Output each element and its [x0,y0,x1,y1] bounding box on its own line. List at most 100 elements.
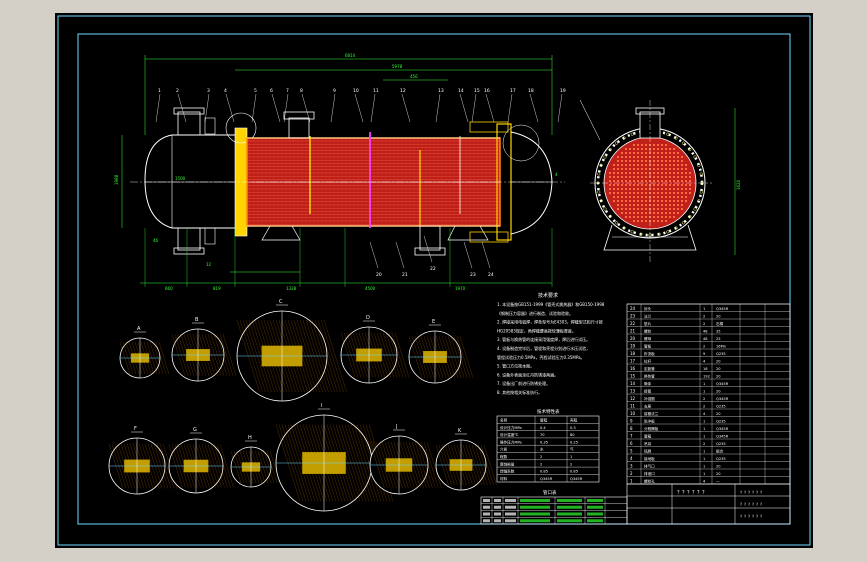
part-name: 折流板 [644,351,655,356]
tube-dot [665,180,667,182]
part-material: 16Mn [716,344,726,348]
leader-line [471,93,477,123]
saddle-left [261,225,301,241]
tube-dot [625,156,627,158]
dim-right-0: 4 [555,172,558,177]
tube-dot [661,192,663,194]
item-number-2: 2 [176,88,179,94]
bolt-hole [622,136,626,140]
detail-label: B [195,317,199,323]
design-cell: 0.25 [570,440,578,444]
inner-frame [77,33,791,525]
tube-dot [661,212,663,214]
tube-dot [625,180,627,182]
tube-dot [641,192,643,194]
tube-dot [625,216,627,218]
tube-dot [621,200,623,202]
tube-dot [653,176,655,178]
tube-dot [617,180,619,182]
bolt-hole [693,207,697,211]
tube-dot [641,156,643,158]
tube-dot [645,156,647,158]
item-number-16: 16 [484,88,490,94]
design-cell: 程数 [500,454,508,459]
part-no: 15 [630,373,636,378]
tube-dot [673,152,675,154]
tube-dot [609,184,611,186]
tube-dot [637,164,639,166]
nozzle-shell-bottom [419,225,441,251]
tube-dot [665,220,667,222]
dim-top-1: 5978 [392,64,403,69]
tube-dot [669,164,671,166]
tube-dot [621,180,623,182]
part-qty: 16 [703,367,708,371]
tube-dot [673,184,675,186]
part-name: 螺母 [644,336,652,341]
leader-line [225,93,235,123]
bolt-hole [674,226,678,230]
title-block-text-1: ？？？？？？ [677,490,707,496]
design-cell: 0.85 [570,470,578,474]
bolt-hole [697,199,701,203]
design-cell: 管程 [540,418,548,423]
nozzle-cell-fill [505,519,516,523]
tube-dot [633,148,635,150]
tube-dot [673,160,675,162]
tube-dot [617,168,619,170]
tube-dot [645,168,647,170]
tube-dot [641,184,643,186]
part-no: 23 [630,313,636,318]
tube-dot [629,148,631,150]
tube-dot [645,200,647,202]
part-no: 24 [630,306,636,311]
tube-dot [669,180,671,182]
tube-dot [653,212,655,214]
tube-dot [653,164,655,166]
bolt-hole [622,226,626,230]
tube-dot [669,212,671,214]
tube-dot [637,200,639,202]
part-qty: 2 [703,314,705,318]
nozzle-cell-fill [587,512,603,516]
tube-dot [609,172,611,174]
leader-line [401,93,411,123]
tube-dot [665,176,667,178]
part-material: Q345R [716,427,729,431]
tube-dot [657,156,659,158]
tube-dot [661,152,663,154]
item-number-13: 13 [438,88,444,94]
part-name: 法兰 [644,313,652,318]
tube-dot [657,208,659,210]
tube-dot [625,192,627,194]
tube-dot [633,160,635,162]
tube-dot [677,180,679,182]
tube-dot [661,172,663,174]
tube-dot [613,188,615,190]
tube-dot [653,220,655,222]
dim-bottom-0: 660 [165,286,173,291]
part-material: 20 [716,412,721,416]
nozzle-cell-fill [520,519,550,523]
tube-dot [677,208,679,210]
design-cell: 腐蚀裕量 [500,461,515,466]
tube-dot [645,208,647,210]
item-number-21: 21 [402,272,408,278]
bolt-hole [699,190,703,194]
tube-dot [609,180,611,182]
item-number-4: 4 [224,88,227,94]
part-material: Q345R [716,382,729,386]
tube-dot [641,188,643,190]
tube-dot [609,176,611,178]
tube-dot [641,144,643,146]
design-cell: 0.85 [540,470,548,474]
tube-dot [669,172,671,174]
tube-dot [637,176,639,178]
dim-left-2: 46 [153,238,159,243]
tube-dot [669,156,671,158]
tube-dot [681,172,683,174]
leader-line [507,93,513,123]
main-elevation-view: 6814 5978 456 [114,53,566,291]
tube-dot [673,156,675,158]
tube-dot [673,200,675,202]
